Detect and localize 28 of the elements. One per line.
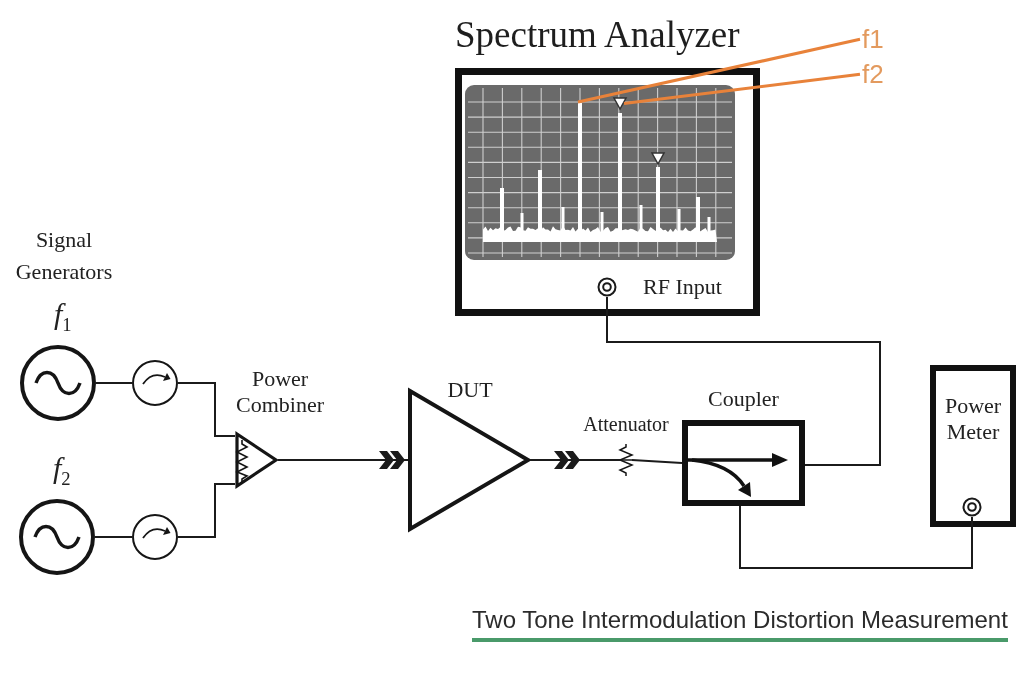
instrument-label: Power Meter	[943, 393, 1003, 445]
frequency-label: f$_{2}$	[53, 451, 71, 490]
leader-line	[577, 37, 861, 104]
signal-line	[177, 483, 236, 538]
frequency-label: f1	[862, 25, 884, 54]
signal-line	[95, 382, 133, 384]
figure-caption: Two Tone Intermodulation Distortion Measurement	[472, 606, 1008, 642]
isolator-symbol	[132, 514, 178, 560]
isolator-symbol	[132, 360, 178, 406]
peak-marker	[613, 97, 627, 110]
component-label: Attenuator	[582, 413, 670, 437]
component-label: Power Combiner	[235, 366, 325, 418]
signal-line	[739, 505, 973, 569]
signal-line	[606, 296, 881, 466]
component-label: DUT	[446, 377, 494, 403]
group-label: Signal Generators	[14, 226, 114, 286]
instrument-label: Spectrum Analyzer	[455, 15, 740, 56]
frequency-label: f2	[862, 60, 884, 89]
coax-connector	[962, 497, 982, 517]
leader-line	[623, 72, 861, 105]
component-label: Coupler	[707, 386, 780, 412]
frequency-label: f$_{1}$	[54, 297, 72, 336]
signal-line	[94, 536, 133, 538]
peak-marker	[651, 152, 665, 165]
signal-line	[177, 382, 236, 437]
signal-line	[631, 459, 683, 464]
power-meter-panel	[930, 365, 1016, 527]
port-label: RF Input	[643, 274, 722, 300]
